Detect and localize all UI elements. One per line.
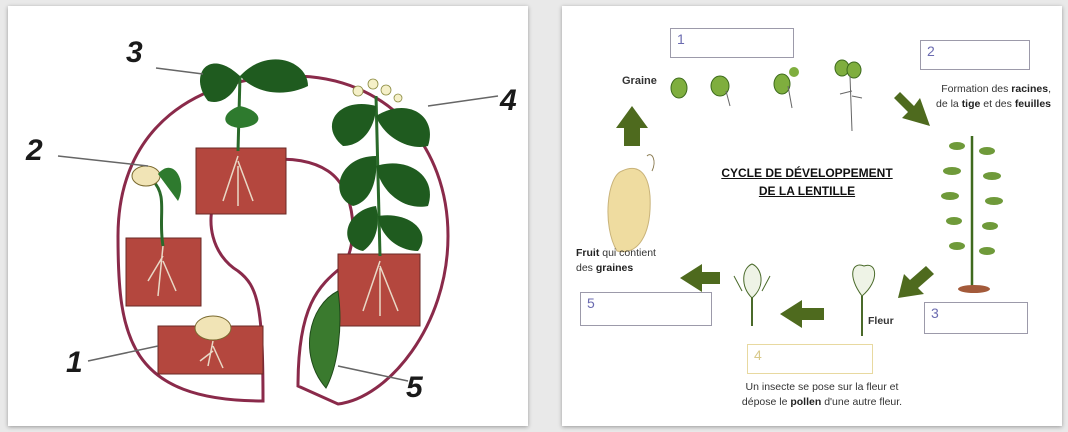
big-plant-leaves: [332, 104, 430, 251]
seed-sequence: [671, 60, 862, 131]
leaf: [225, 106, 240, 128]
stage-number-3: 3: [126, 36, 143, 70]
leaf: [240, 106, 258, 128]
pointer-lines: [58, 68, 498, 381]
bean-cycle-illustration: [8, 6, 528, 426]
stage-number-2: 2: [26, 134, 43, 168]
seed-stage-2: [132, 166, 160, 186]
seed-stage-1: [195, 316, 231, 340]
answer-box-3[interactable]: 3: [924, 302, 1028, 334]
answer-box-1[interactable]: 1: [670, 28, 794, 58]
pod: [309, 291, 339, 388]
stage-number-4: 4: [500, 84, 517, 118]
stage-number-5: 5: [406, 371, 423, 405]
stage-number-1: 1: [66, 346, 83, 380]
bean-cycle-panel: 3 2 4 1 5: [8, 6, 528, 426]
label-fruit: Fruit qui contient des graines: [576, 246, 656, 276]
label-insect: Un insecte se pose sur la fleur et dépos…: [712, 380, 932, 410]
answer-box-5[interactable]: 5: [580, 292, 712, 326]
answer-box-2[interactable]: 2: [920, 40, 1030, 70]
label-fleur: Fleur: [868, 314, 894, 329]
leaf: [200, 63, 240, 102]
label-formation: Formation des racines, de la tige et des…: [936, 82, 1051, 112]
lentil-pod: [608, 168, 650, 251]
diagram-title: CYCLE DE DÉVELOPPEMENT DE LA LENTILLE: [702, 164, 912, 200]
plant-pot: [958, 285, 990, 293]
leaf: [240, 59, 308, 92]
soil-stage-3: [196, 148, 286, 214]
lentil-cycle-panel: 1 2 3 4 5 Graine Formation des racines, …: [562, 6, 1062, 426]
lentil-flower-2: [734, 264, 770, 326]
answer-box-4[interactable]: 4: [747, 344, 873, 374]
label-graine: Graine: [622, 74, 657, 89]
